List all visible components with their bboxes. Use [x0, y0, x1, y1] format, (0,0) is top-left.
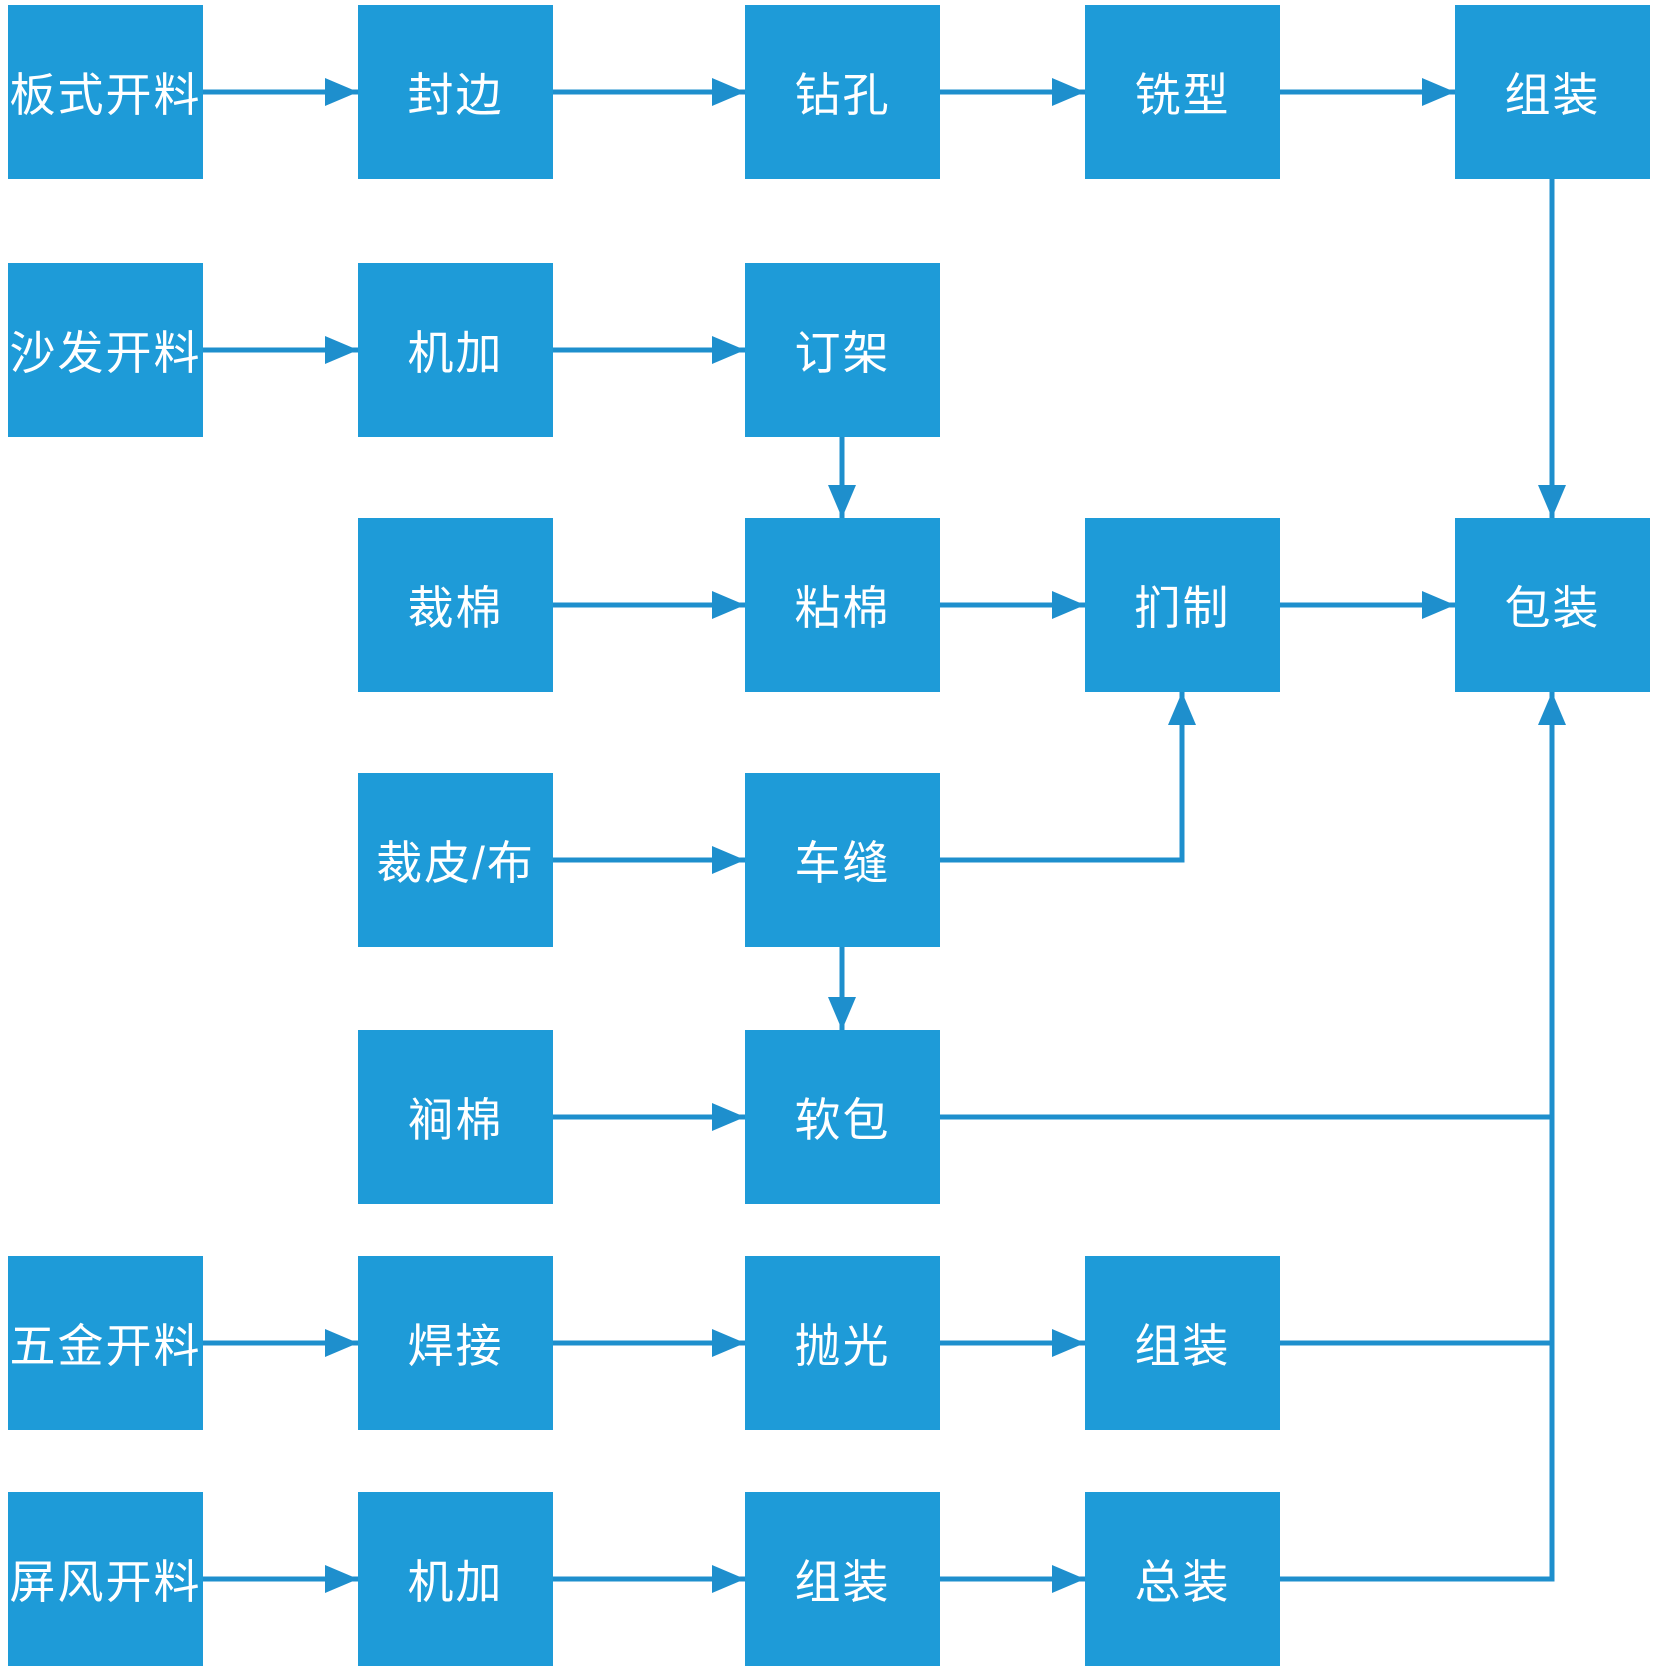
node-welding: 焊接: [358, 1256, 553, 1430]
node-screen-cutting: 屏风开料: [8, 1492, 203, 1666]
node-edge-banding: 封边: [358, 5, 553, 179]
node-final-assembly: 总装: [1085, 1492, 1280, 1666]
edge-final-assembly-to-packaging: [1280, 692, 1566, 1582]
node-assembly-hardware: 组装: [1085, 1256, 1280, 1430]
node-assembly-screen: 组装: [745, 1492, 940, 1666]
edge-sewing-to-upholstering: [940, 692, 1196, 863]
node-soft-covering: 软包: [745, 1030, 940, 1204]
node-upholstering: 扪制: [1085, 518, 1280, 692]
node-frame-nailing: 订架: [745, 263, 940, 437]
node-polishing: 抛光: [745, 1256, 940, 1430]
node-machining-sofa: 机加: [358, 263, 553, 437]
node-quilting: 裥棉: [358, 1030, 553, 1204]
node-assembly-panel: 组装: [1455, 5, 1650, 179]
node-drilling: 钻孔: [745, 5, 940, 179]
node-foam-gluing: 粘棉: [745, 518, 940, 692]
node-foam-cutting: 裁棉: [358, 518, 553, 692]
node-sewing: 车缝: [745, 773, 940, 947]
node-board-cutting: 板式开料: [8, 5, 203, 179]
node-machining-screen: 机加: [358, 1492, 553, 1666]
node-packaging: 包装: [1455, 518, 1650, 692]
node-sofa-cutting: 沙发开料: [8, 263, 203, 437]
node-leather-fabric-cutting: 裁皮/布: [358, 773, 553, 947]
node-hardware-cutting: 五金开料: [8, 1256, 203, 1430]
node-milling: 铣型: [1085, 5, 1280, 179]
